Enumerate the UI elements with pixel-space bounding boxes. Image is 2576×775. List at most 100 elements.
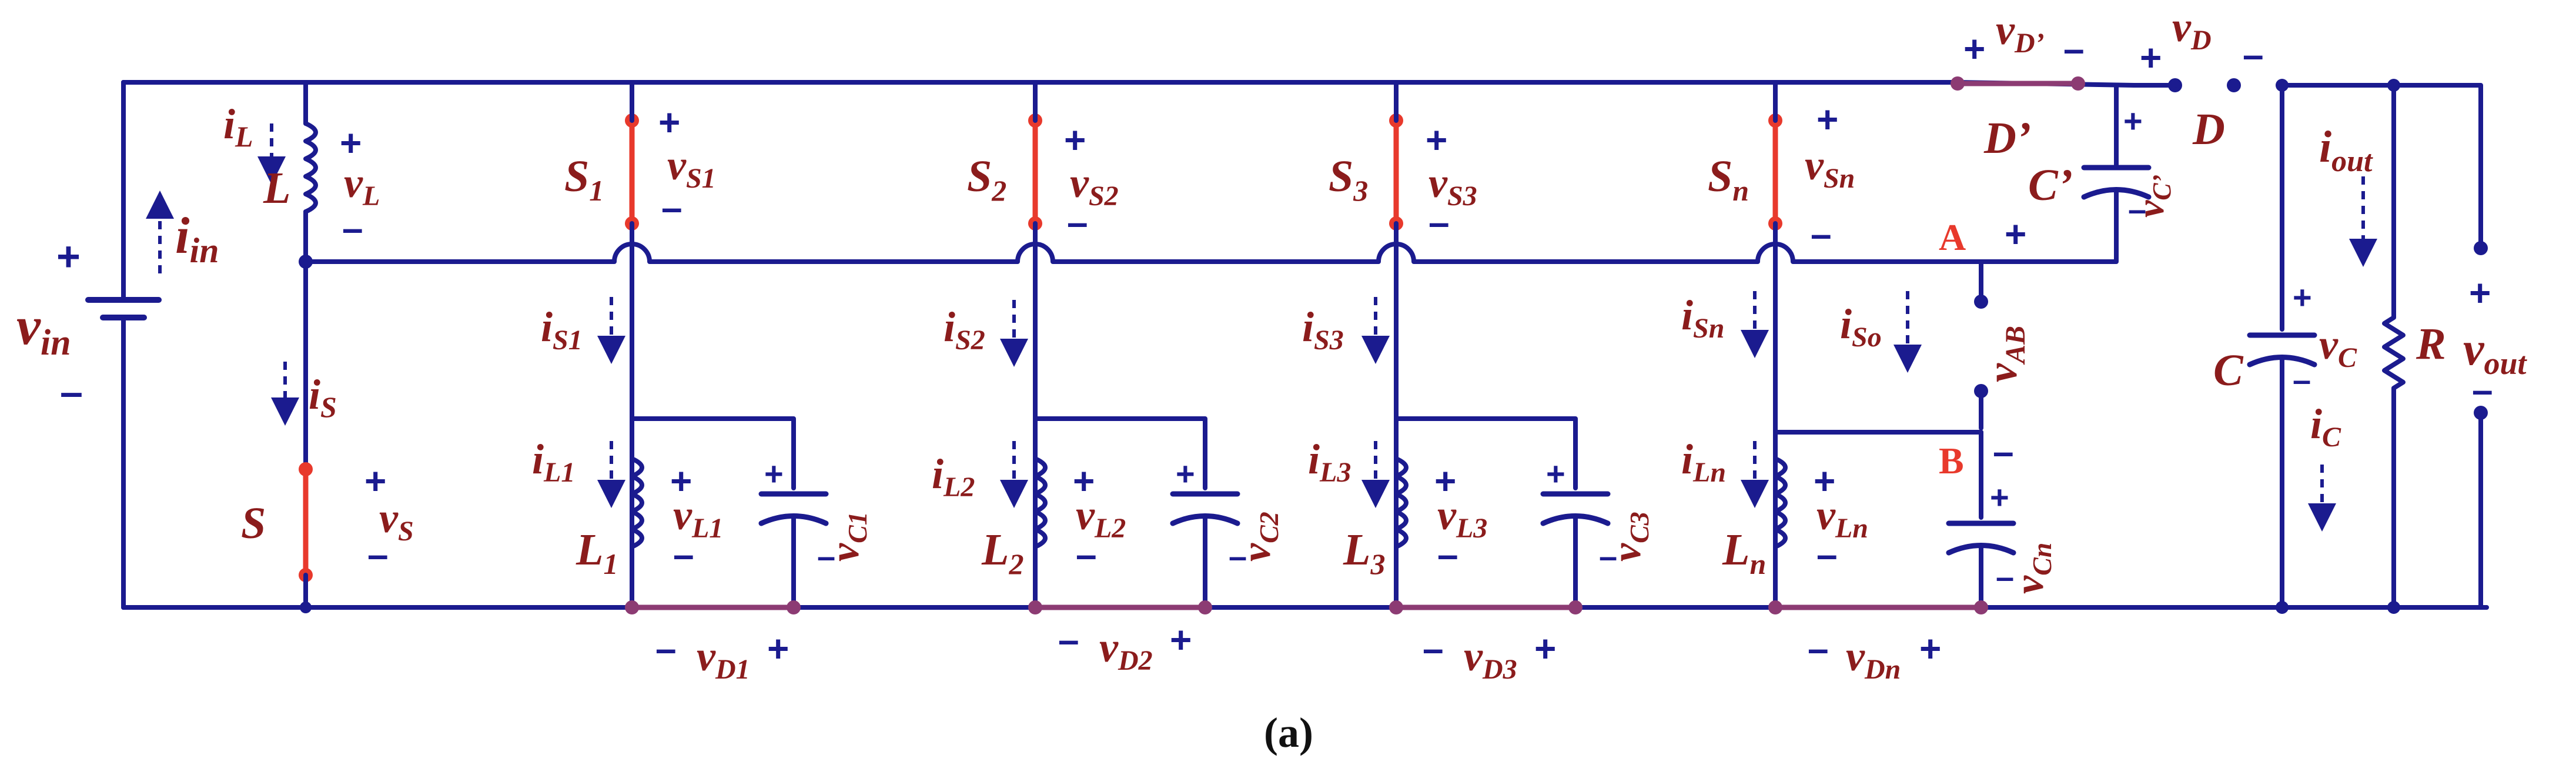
v-l3-plus: + — [1434, 460, 1456, 502]
inductor-l-label: L — [263, 163, 290, 213]
v-l-minus: – — [342, 207, 363, 249]
inductor-l1-label: L1 — [576, 525, 618, 580]
v-s3-plus: + — [1426, 119, 1447, 161]
v-c2-plus: + — [1176, 455, 1195, 492]
v-s1-label: vS1 — [667, 142, 716, 194]
i-s3-label: iS3 — [1302, 303, 1344, 356]
v-c3-plus: + — [1546, 455, 1565, 492]
i-s-label: iS — [309, 371, 337, 423]
v-cn-plus: + — [1990, 479, 2009, 516]
cell-2 — [1028, 80, 1240, 614]
switch-s2-label: S2 — [967, 152, 1006, 207]
v-c-minus: – — [2293, 361, 2311, 398]
v-d-minus: – — [2243, 34, 2264, 76]
switch-s3-label: S3 — [1329, 152, 1368, 207]
v-s3-minus: – — [1428, 201, 1450, 243]
switch-s1-label: S1 — [564, 152, 604, 207]
v-c-label: vC — [2319, 321, 2357, 373]
resistor-r — [2382, 79, 2406, 614]
v-c-prime-label: vC’ — [2129, 175, 2176, 218]
v-c-prime-minus: – — [2128, 191, 2146, 228]
v-out-minus: – — [2472, 369, 2493, 411]
inductor-l3-label: L3 — [1343, 525, 1385, 580]
resistor-r-label: R — [2416, 319, 2446, 369]
v-c1-minus: – — [817, 537, 835, 574]
v-in-minus: – — [60, 369, 83, 415]
v-l-plus: + — [340, 122, 362, 164]
v-c1-plus: + — [764, 455, 784, 492]
v-in-label: vin — [16, 296, 71, 363]
v-c2-minus: – — [1229, 537, 1247, 574]
v-d1-label: vD1 — [697, 633, 750, 685]
v-l1-minus: – — [673, 533, 694, 576]
v-sn-minus: – — [1811, 213, 1832, 255]
v-ln-label: vLn — [1816, 492, 1868, 544]
switch-sn-label: Sn — [1708, 152, 1749, 207]
v-l1-plus: + — [670, 460, 692, 502]
v-sn-plus: + — [1816, 98, 1838, 141]
v-s2-minus: – — [1067, 201, 1088, 243]
terminal-a — [1974, 295, 1988, 309]
v-dn-plus: + — [1919, 627, 1941, 670]
v-dn-minus: – — [1808, 627, 1829, 670]
v-s-minus: – — [367, 533, 389, 576]
v-l2-minus: – — [1076, 533, 1097, 576]
v-d-prime-minus: – — [2063, 28, 2085, 70]
switch-s — [299, 259, 313, 613]
v-d2-label: vD2 — [1099, 624, 1153, 676]
capacitor-c-prime — [2081, 165, 2152, 217]
capacitor-c-label: C — [2213, 346, 2244, 395]
v-d3-plus: + — [1534, 627, 1556, 670]
v-d-prime-plus: + — [1963, 28, 1985, 70]
i-l1-label: iL1 — [532, 436, 575, 488]
v-c3-minus: – — [1599, 537, 1617, 574]
i-l2-label: iL2 — [932, 450, 975, 503]
v-dn-label: vDn — [1846, 633, 1901, 685]
v-ab-label: vAB — [1979, 326, 2031, 382]
i-c-label: iC — [2310, 400, 2341, 453]
v-ln-minus: – — [1816, 533, 1838, 576]
diode-d-label: D — [2192, 105, 2225, 154]
v-l3-minus: – — [1437, 533, 1458, 576]
terminal-b — [1974, 384, 1988, 398]
input-source — [85, 80, 162, 610]
v-ln-plus: + — [1814, 460, 1835, 502]
v-l2-plus: + — [1073, 460, 1095, 502]
node-b-label: B — [1939, 440, 1964, 482]
i-s1-label: iS1 — [541, 303, 583, 356]
v-d2-minus: – — [1058, 619, 1079, 661]
v-sn-label: vSn — [1805, 142, 1855, 194]
figure-caption: (a) — [1264, 709, 1313, 756]
inductor-l2-label: L2 — [981, 525, 1023, 580]
node-a-plus: + — [2005, 213, 2026, 255]
i-sn-label: iSn — [1681, 292, 1724, 344]
output-terminals — [2474, 241, 2488, 420]
v-s1-plus: + — [658, 101, 680, 143]
v-c-plus: + — [2293, 279, 2312, 316]
v-c2-label: vC2 — [1234, 512, 1284, 562]
output-capacitor-c — [2247, 83, 2317, 614]
cell-n — [1768, 80, 2016, 614]
diode-d — [2132, 78, 2289, 92]
v-d1-plus: + — [767, 627, 789, 670]
i-out-label: iout — [2319, 122, 2373, 178]
i-s2-label: iS2 — [944, 303, 985, 356]
v-d1-minus: – — [655, 627, 677, 670]
cell-3 — [1389, 80, 1611, 614]
v-d2-plus: + — [1170, 619, 1192, 661]
v-out-plus: + — [2469, 272, 2491, 314]
diode-d-prime — [1951, 76, 2085, 91]
i-l-label: iL — [223, 101, 253, 153]
v-d3-label: vD3 — [1464, 633, 1517, 685]
v-s2-plus: + — [1064, 119, 1086, 161]
switch-s-label: S — [241, 499, 266, 548]
v-d-prime-label: vD’ — [1996, 6, 2045, 59]
i-so-label: iSo — [1840, 300, 1882, 353]
i-l3-label: iL3 — [1308, 436, 1351, 488]
cell-1 — [625, 80, 829, 614]
v-d-label: vD — [2172, 4, 2212, 56]
node-a-label: A — [1939, 216, 1966, 258]
v-d3-minus: – — [1423, 627, 1444, 670]
v-cn-label: vCn — [2007, 543, 2057, 594]
